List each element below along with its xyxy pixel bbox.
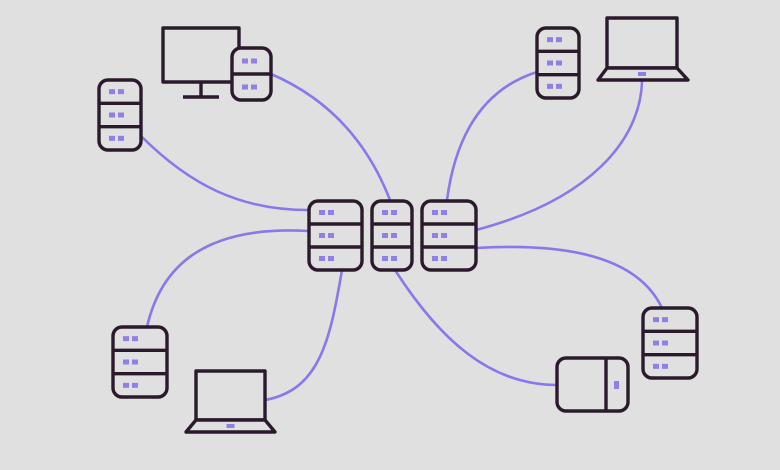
indicator-light <box>123 359 129 365</box>
laptop-bottom <box>184 369 277 434</box>
indicator-light <box>391 210 397 215</box>
indicator-light <box>653 317 659 323</box>
indicator-light <box>382 210 388 215</box>
connection-line <box>145 229 310 329</box>
connection-line <box>445 70 539 202</box>
indicator-light <box>132 382 138 388</box>
indicator-light <box>132 359 138 365</box>
server-body <box>111 325 169 399</box>
indicator-light <box>432 256 438 261</box>
server-body <box>641 306 699 380</box>
indicator-light <box>319 210 325 215</box>
indicator-light <box>328 233 334 238</box>
indicator-light <box>547 60 553 66</box>
indicator-light <box>328 210 334 215</box>
indicator-light <box>391 256 397 261</box>
indicator-light <box>132 336 138 342</box>
indicator-light <box>547 83 553 89</box>
server-right <box>641 306 699 380</box>
laptop-screen <box>194 369 267 422</box>
trackpad-light <box>638 72 646 76</box>
server-top-right <box>535 26 581 100</box>
server-bottom-left <box>111 325 169 399</box>
indicator-light <box>319 256 325 261</box>
indicator-light <box>441 233 447 238</box>
indicator-light <box>118 89 124 95</box>
indicator-light <box>123 382 129 388</box>
storage-drive <box>555 356 630 413</box>
indicator-light <box>614 381 619 389</box>
indicator-light <box>382 233 388 238</box>
central-server-left <box>307 199 364 272</box>
laptop-screen <box>605 16 679 70</box>
drive-body <box>555 356 630 413</box>
monitor-screen <box>161 26 241 84</box>
server-body <box>420 199 478 272</box>
indicator-light <box>662 317 668 323</box>
connection-line <box>474 245 664 310</box>
indicator-light <box>328 256 334 261</box>
indicator-light <box>251 84 257 90</box>
indicator-light <box>432 210 438 215</box>
connection-line <box>393 268 559 387</box>
indicator-light <box>441 210 447 215</box>
indicator-light <box>391 233 397 238</box>
connection-line <box>474 80 644 232</box>
indicator-light <box>118 112 124 118</box>
indicator-light <box>556 60 562 66</box>
indicator-light <box>118 135 124 141</box>
laptop-top-right <box>596 16 690 82</box>
central-server-right <box>420 199 478 272</box>
connection-line <box>139 134 310 212</box>
indicator-light <box>319 233 325 238</box>
connection-line <box>269 72 392 202</box>
indicator-light <box>109 89 115 95</box>
indicator-light <box>441 256 447 261</box>
indicator-light <box>662 363 668 369</box>
trackpad-light <box>226 424 235 428</box>
desktop-tower-server <box>230 46 273 102</box>
indicator-light <box>662 340 668 346</box>
indicator-light <box>547 37 553 43</box>
indicator-light <box>556 83 562 89</box>
server-top-left <box>97 78 143 152</box>
connection-line <box>263 268 344 402</box>
indicator-light <box>109 112 115 118</box>
indicator-light <box>432 233 438 238</box>
server-body <box>307 199 364 272</box>
indicator-light <box>251 58 257 64</box>
indicator-light <box>109 135 115 141</box>
desktop-monitor <box>161 26 241 99</box>
indicator-light <box>556 37 562 43</box>
indicator-light <box>653 363 659 369</box>
indicator-light <box>382 256 388 261</box>
indicator-light <box>123 336 129 342</box>
indicator-light <box>242 84 248 90</box>
central-server-middle <box>370 199 414 272</box>
indicator-light <box>242 58 248 64</box>
indicator-light <box>653 340 659 346</box>
